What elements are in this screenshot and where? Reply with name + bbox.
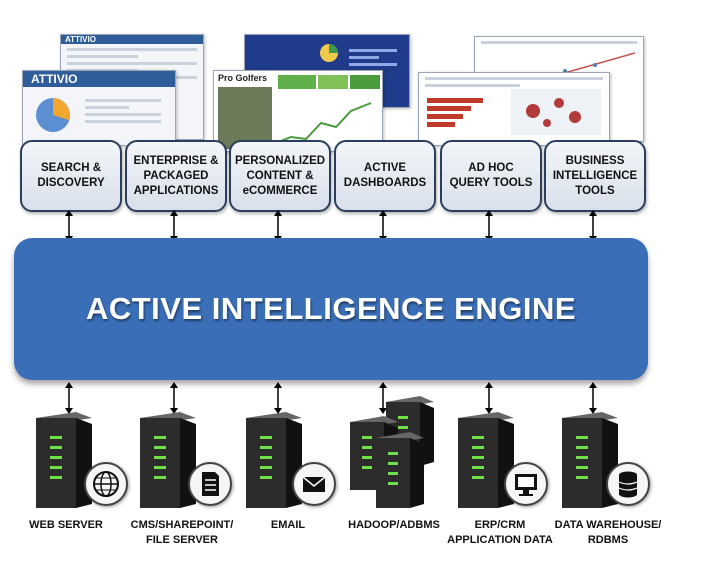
box-adhoc-query-tools: AD HOC QUERY TOOLS: [440, 140, 542, 212]
box-personalized-content: PERSONALIZED CONTENT & eCOMMERCE: [229, 140, 331, 212]
pie-chart-thumbnail: [36, 98, 70, 132]
email-server-icon: [246, 412, 302, 508]
globe-icon: [84, 462, 128, 506]
database-icon: [606, 462, 650, 506]
monitor-icon: [504, 462, 548, 506]
label-data-warehouse: DATA WAREHOUSE/ RDBMS: [554, 519, 662, 546]
box-search-discovery: SEARCH & DISCOVERY: [20, 140, 122, 212]
double-arrow-icon: [170, 382, 178, 414]
server-cluster-icon: [350, 396, 434, 508]
app-screenshot-adhoc: [418, 72, 610, 146]
box-business-intelligence-tools: BUSINESS INTELLIGENCE TOOLS: [544, 140, 646, 212]
app-screenshot-pro-golfers: Pro Golfers: [213, 70, 383, 152]
label-cms-sharepoint: CMS/SHAREPOINT/ FILE SERVER: [130, 519, 234, 546]
double-arrow-icon: [485, 382, 493, 414]
golfer-photo: [218, 87, 272, 149]
envelope-icon: [292, 462, 336, 506]
active-intelligence-engine: ACTIVE INTELLIGENCE ENGINE: [14, 238, 648, 380]
label-hadoop-adbms: HADOOP/ADBMS: [348, 519, 440, 531]
label-web-server: WEB SERVER: [29, 519, 103, 531]
label-email: EMAIL: [270, 519, 306, 531]
engine-label: ACTIVE INTELLIGENCE ENGINE: [85, 291, 577, 326]
double-arrow-icon: [379, 382, 387, 414]
double-arrow-icon: [274, 382, 282, 414]
double-arrow-icon: [589, 382, 597, 414]
attivio-logo-small: ATTIVIO: [65, 35, 96, 44]
line-chart-thumbnail: [276, 102, 372, 144]
attivio-logo: ATTIVIO: [31, 72, 78, 86]
document-icon: [188, 462, 232, 506]
dashboard-pie-thumbnail: [320, 44, 338, 62]
box-active-dashboards: ACTIVE DASHBOARDS: [334, 140, 436, 212]
app-screenshot-search-front: ATTIVIO: [22, 70, 176, 146]
map-thumbnail: [511, 89, 601, 135]
pro-golfers-title: Pro Golfers: [218, 73, 268, 83]
web-server-icon: [36, 412, 92, 508]
label-erp-crm: ERP/CRM APPLICATION DATA: [447, 519, 553, 546]
box-enterprise-applications: ENTERPRISE & PACKAGED APPLICATIONS: [125, 140, 227, 212]
cms-server-icon: [140, 412, 196, 508]
double-arrow-icon: [65, 382, 73, 414]
erp-server-icon: [458, 412, 514, 508]
